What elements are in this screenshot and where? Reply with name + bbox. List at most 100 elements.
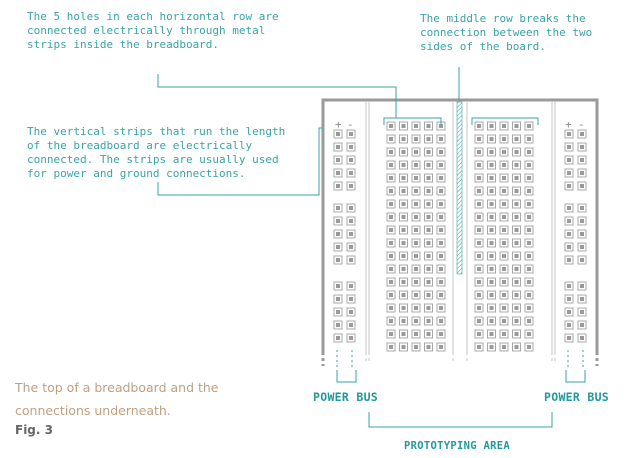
terminal-hole [411,134,421,144]
terminal-hole [424,134,433,144]
terminal-hole [512,316,521,326]
terminal-hole [499,303,509,313]
terminal-hole [399,290,408,300]
rail-hole [577,281,587,291]
terminal-hole [487,160,496,170]
rail-hole [577,242,587,252]
rail-hole [564,281,574,291]
terminal-hole [474,303,484,313]
terminal-hole [474,329,484,339]
rail-hole [346,203,356,213]
center-channel [456,101,463,275]
terminal-hole [386,329,396,339]
terminal-hole [512,303,521,313]
rail-hole [564,168,574,178]
terminal-hole [411,277,421,287]
rail-hole [564,307,574,317]
terminal-hole [399,238,408,248]
vertical-strips-leader-line [157,127,323,196]
rail-hole [564,229,574,239]
terminal-hole [411,225,421,235]
rail-hole [577,203,587,213]
terminal-hole [524,342,534,352]
terminal-hole [411,251,421,261]
left-rail-plus-sign: + [335,118,342,131]
terminal-hole [499,160,509,170]
rail-hole [564,320,574,330]
rail-hole [333,294,343,304]
terminal-hole [499,134,509,144]
terminal-hole [487,225,496,235]
terminal-hole [487,316,496,326]
terminal-hole [474,160,484,170]
terminal-hole [411,303,421,313]
rail-hole [577,129,587,139]
rail-hole [346,168,356,178]
rail-hole [577,216,587,226]
rail-hole [577,229,587,239]
terminal-hole [424,160,433,170]
terminal-hole [474,199,484,209]
terminal-hole [524,277,534,287]
terminal-hole [512,342,521,352]
rail-hole [577,320,587,330]
terminal-hole [474,277,484,287]
terminal-hole [499,173,509,183]
terminal-hole [386,251,396,261]
terminal-hole [386,160,396,170]
terminal-hole [386,316,396,326]
left-power-bus-label: POWER BUS [313,390,379,404]
terminal-hole [487,290,496,300]
terminal-hole [411,316,421,326]
terminal-hole [487,134,496,144]
terminal-hole [399,160,408,170]
terminal-hole [399,173,408,183]
terminal-hole [424,264,433,274]
rail-hole [564,203,574,213]
terminal-hole [386,264,396,274]
terminal-hole [524,121,534,131]
terminal-hole [499,342,509,352]
terminal-hole [474,147,484,157]
terminal-hole [411,160,421,170]
terminal-hole [512,264,521,274]
terminal-hole [411,173,421,183]
terminal-hole [386,290,396,300]
rail-hole [346,320,356,330]
terminal-hole [499,225,509,235]
terminal-hole [399,147,408,157]
terminal-hole [424,173,433,183]
terminal-hole [499,147,509,157]
prototyping-area-bracket [368,412,553,428]
right-rail-minus-sign: - [578,118,585,131]
terminal-hole [424,121,433,131]
terminal-hole [424,238,433,248]
rail-hole [333,281,343,291]
terminal-hole [436,134,446,144]
rail-hole [564,142,574,152]
terminal-hole [424,329,433,339]
terminal-hole [399,264,408,274]
terminal-hole [411,342,421,352]
terminal-hole [436,147,446,157]
rail-hole [333,203,343,213]
terminal-hole [411,238,421,248]
terminal-hole [499,199,509,209]
rail-hole [333,129,343,139]
terminal-hole [499,238,509,248]
terminal-hole [512,277,521,287]
terminal-hole [399,134,408,144]
terminal-hole [424,342,433,352]
terminal-hole [487,329,496,339]
terminal-hole [499,277,509,287]
terminal-hole [399,342,408,352]
terminal-hole [386,225,396,235]
terminal-hole [436,264,446,274]
figure-caption: The top of a breadboard and the connecti… [15,380,219,418]
terminal-hole [424,316,433,326]
terminal-hole [399,121,408,131]
rail-hole [577,333,587,343]
terminal-hole [386,277,396,287]
terminal-hole [524,290,534,300]
terminal-hole [424,290,433,300]
